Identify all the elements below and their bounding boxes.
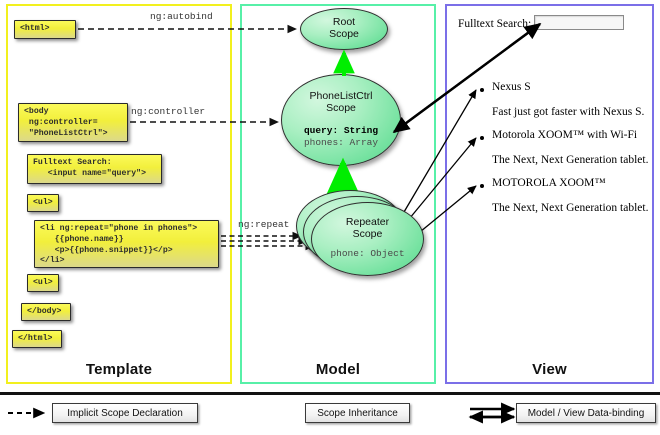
template-column-label: Template (85, 361, 153, 378)
view-phone-name: Nexus S (492, 81, 531, 93)
scope-prop-phone: phone: Object (330, 247, 405, 259)
view-column: View (445, 4, 654, 384)
template-box-ul-open: <ul> (27, 194, 59, 212)
view-phone-snippet: Fast just got faster with Nexus S. (492, 106, 645, 118)
view-phone-snippet: The Next, Next Generation tablet. (492, 202, 649, 214)
template-box-html-open: <html> (14, 20, 76, 39)
template-box-ul-close: <ul> (27, 274, 59, 292)
scope-phonelistctrl-props: query: String phones: Array (304, 125, 378, 149)
scope-root: Root Scope (300, 8, 388, 50)
legend-item-scope-inheritance: Scope Inheritance (305, 403, 410, 423)
template-box-fulltext-search: Fulltext Search: <input name="query"> (27, 154, 162, 184)
template-box-body-close: </body> (21, 303, 71, 321)
connector-label-autobind: ng:autobind (150, 11, 213, 22)
scope-repeater-props: phone: Object (330, 248, 404, 260)
scope-phonelistctrl-title: PhoneListCtrl Scope (309, 90, 373, 115)
template-box-li-repeat: <li ng:repeat="phone in phones"> {{phone… (34, 220, 219, 268)
legend-item-model-view-databinding: Model / View Data-binding (516, 403, 656, 423)
legend-item-implicit-scope-declaration: Implicit Scope Declaration (52, 403, 198, 423)
connector-label-controller: ng:controller (131, 106, 206, 117)
model-column-label: Model (315, 361, 361, 378)
view-search-input[interactable] (534, 15, 624, 30)
view-list-bullet (480, 136, 484, 140)
connector-label-repeat: ng:repeat (238, 219, 290, 230)
view-phone-snippet: The Next, Next Generation tablet. (492, 154, 649, 166)
scope-phonelistctrl: PhoneListCtrl Scope query: String phones… (281, 74, 401, 166)
template-box-body-controller: <body ng:controller= "PhoneListCtrl"> (18, 103, 128, 142)
legend: Implicit Scope Declaration Scope Inherit… (0, 392, 660, 435)
view-fulltext-search-label: Fulltext Search: (458, 18, 532, 30)
view-column-label: View (532, 361, 567, 378)
scope-repeater-title: Repeater Scope (345, 216, 390, 241)
scope-prop-phones: phones: Array (303, 136, 379, 148)
template-box-html-close: </html> (12, 330, 62, 348)
scope-repeater: Repeater Scope phone: Object (311, 202, 424, 276)
view-phone-name: MOTOROLA XOOM™ (492, 177, 606, 189)
view-list-bullet (480, 88, 484, 92)
view-phone-name: Motorola XOOM™ with Wi-Fi (492, 129, 638, 141)
view-list-bullet (480, 184, 484, 188)
scope-root-title: Root Scope (329, 16, 359, 41)
scope-prop-query: query: String (303, 124, 379, 136)
